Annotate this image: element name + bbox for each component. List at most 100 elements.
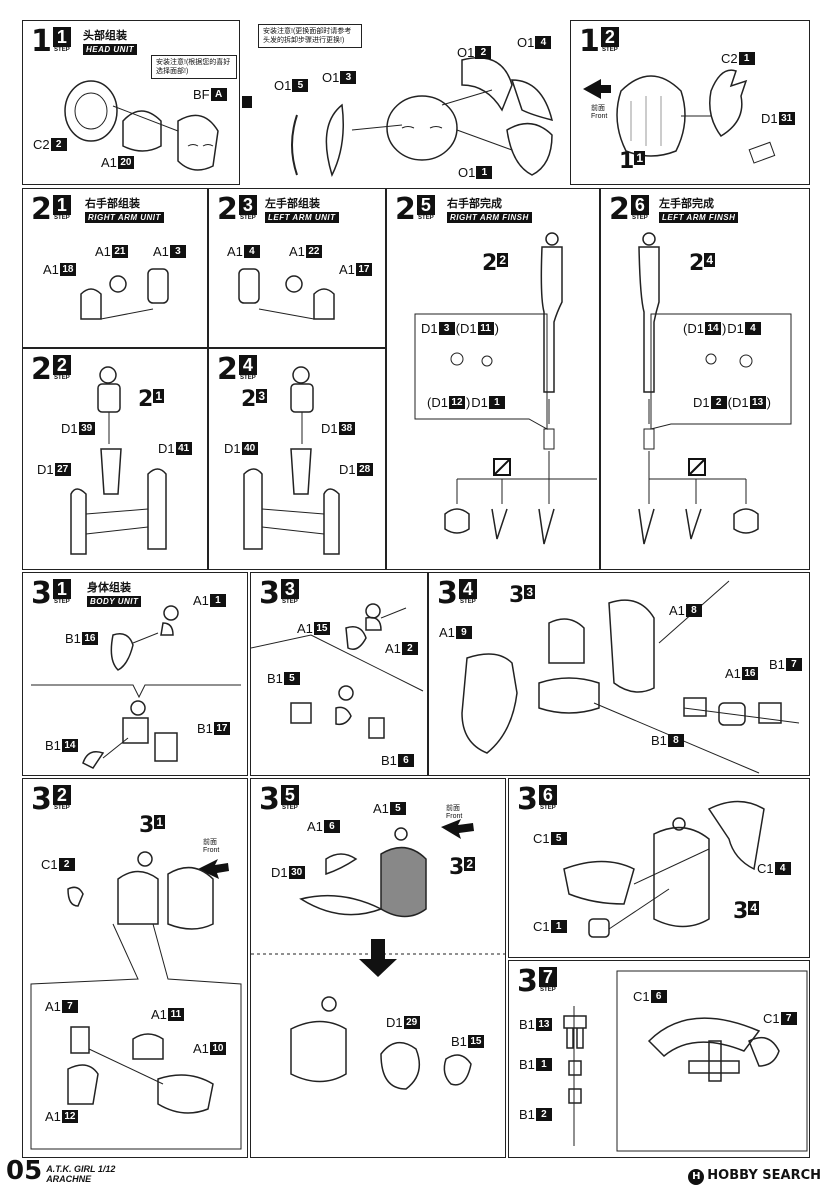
text-label: D1	[761, 111, 778, 126]
text-label: A1	[95, 244, 111, 259]
waist-drawing	[251, 603, 424, 739]
text-label: 7	[538, 967, 557, 987]
text-label: (D1	[455, 321, 477, 336]
text-label: RIGHT ARM FINSH	[447, 212, 532, 223]
text-label: 1	[619, 149, 635, 174]
text-label: BF	[193, 87, 210, 102]
page-number: 05	[6, 1156, 43, 1186]
text-label: 2	[241, 387, 257, 412]
text-label: 1	[52, 195, 71, 215]
text-label: B1	[519, 1107, 535, 1122]
hobby-search-logo-icon: H	[688, 1169, 705, 1185]
text-label: B1	[451, 1034, 467, 1049]
text-label: A1	[289, 244, 305, 259]
text-label: 3	[31, 782, 52, 817]
text-label: 10	[209, 1042, 226, 1055]
text-label: 5	[280, 785, 299, 805]
text-label: RIGHT ARM UNIT	[85, 212, 164, 223]
right-arm-finish-drawing	[414, 232, 597, 545]
text-label: (D1	[427, 395, 448, 410]
text-label: 2	[138, 387, 154, 412]
text-label: A	[210, 88, 227, 101]
body-unit-drawing	[31, 605, 241, 769]
text-label: 3	[256, 389, 267, 403]
text-label: 2	[50, 138, 67, 151]
text-label: 1	[209, 594, 226, 607]
brand-name: A.T.K. GIRL 1/12	[46, 1164, 116, 1174]
text-label: A1	[153, 244, 169, 259]
text-label: 2	[475, 46, 492, 59]
text-label: 3	[259, 576, 280, 611]
text-label: C1	[633, 989, 650, 1004]
text-label: A1	[297, 621, 313, 636]
text-label: HOBBY SEARCH	[707, 1168, 821, 1183]
text-label: 20	[117, 156, 134, 169]
text-label: 40	[241, 442, 258, 455]
text-label: B1	[267, 671, 283, 686]
text-label: 2	[52, 355, 71, 375]
text-label: 3	[31, 576, 52, 611]
text-label: B1	[45, 738, 61, 753]
text-label: BODY UNIT	[87, 596, 142, 607]
text-label: A1	[227, 244, 243, 259]
text-label: A1	[307, 819, 323, 834]
text-label: 2	[58, 858, 75, 871]
text-label: B1	[769, 657, 785, 672]
text-label: 前面	[591, 105, 605, 112]
text-label: 4	[774, 862, 791, 875]
text-label: Front	[591, 113, 608, 120]
text-label: C1	[533, 919, 550, 934]
text-label: 5	[292, 79, 309, 92]
text-label: 11	[167, 1008, 184, 1021]
text-label: D1	[37, 462, 54, 477]
text-label: 22	[305, 245, 322, 258]
text-label: 4	[238, 355, 257, 375]
text-label: 3	[733, 899, 749, 924]
text-label: )	[465, 395, 471, 410]
text-label: A1	[725, 666, 741, 681]
text-label: 2	[600, 27, 619, 47]
chest-armor-drawing	[563, 800, 765, 938]
text-label: A1	[193, 593, 209, 608]
text-label: 1	[535, 1058, 552, 1071]
text-label: C2	[721, 51, 738, 66]
text-label: 右手部完成	[447, 198, 502, 210]
text-label: 2	[689, 251, 705, 276]
hair-back-drawing	[583, 69, 776, 164]
left-arm-finish-drawing	[638, 232, 792, 545]
text-label: 17	[213, 722, 230, 735]
text-label: D1	[61, 421, 78, 436]
text-label: C1	[763, 1011, 780, 1026]
text-label: 4	[748, 901, 759, 915]
text-label: D1	[321, 421, 338, 436]
text-label: 6	[650, 990, 667, 1003]
text-label: 14	[704, 322, 721, 335]
